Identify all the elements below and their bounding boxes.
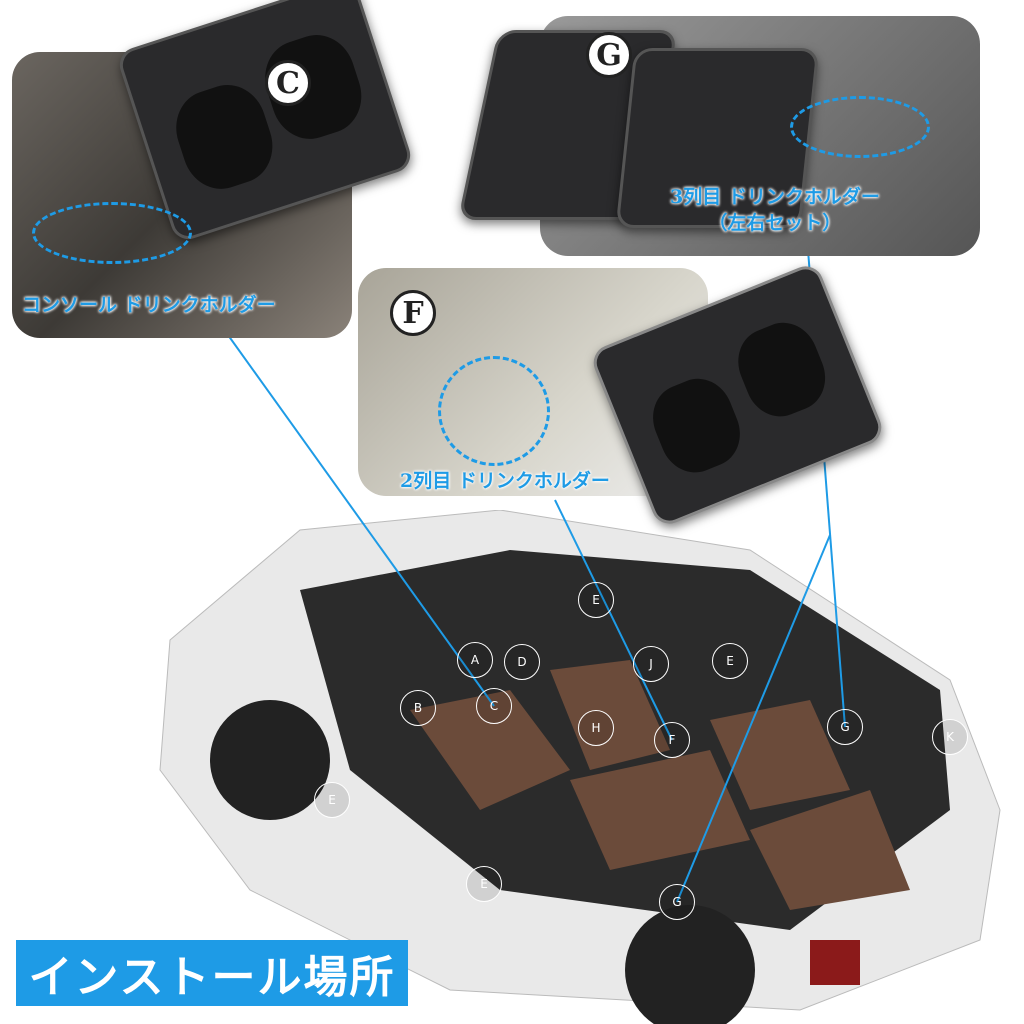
point-marker[interactable]: E	[314, 782, 350, 818]
highlight-ellipse	[790, 96, 930, 158]
point-marker[interactable]: E	[466, 866, 502, 902]
install-location-banner: インストール場所	[16, 940, 408, 1006]
point-marker[interactable]: E	[578, 582, 614, 618]
third-row-caption: 3列目 ドリンクホルダー （左右セット）	[670, 184, 880, 236]
point-marker[interactable]: A	[457, 642, 493, 678]
console-caption: コンソール ドリンクホルダー	[22, 294, 276, 316]
point-marker[interactable]: C	[476, 688, 512, 724]
point-marker[interactable]: E	[712, 643, 748, 679]
caption-line: 3列目 ドリンクホルダー	[670, 186, 880, 208]
point-marker[interactable]: B	[400, 690, 436, 726]
point-marker[interactable]: J	[633, 646, 669, 682]
point-marker[interactable]: G	[659, 884, 695, 920]
highlight-ellipse	[32, 202, 192, 264]
highlight-ellipse	[438, 356, 550, 466]
point-marker[interactable]: G	[827, 709, 863, 745]
caption-line: （左右セット）	[708, 212, 842, 234]
suv-cutaway-illustration	[159, 510, 1001, 1024]
point-marker[interactable]: H	[578, 710, 614, 746]
point-marker[interactable]: F	[654, 722, 690, 758]
badge-g: G	[586, 32, 632, 78]
point-marker[interactable]: D	[504, 644, 540, 680]
badge-c: C	[265, 60, 311, 106]
point-marker[interactable]: K	[932, 719, 968, 755]
second-row-caption: 2列目 ドリンクホルダー	[400, 470, 610, 492]
badge-f: F	[390, 290, 436, 336]
